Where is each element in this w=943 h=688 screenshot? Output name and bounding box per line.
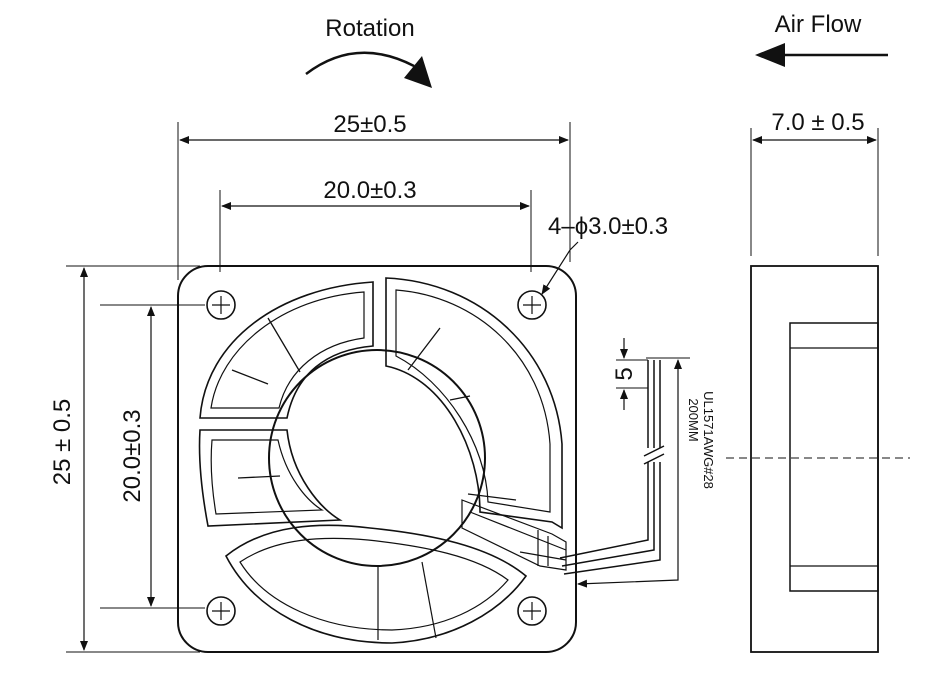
rotation-label: Rotation (325, 15, 414, 42)
mounting-hole (206, 290, 236, 320)
air-flow-arrow (755, 43, 888, 67)
width-hole-pitch-label: 20.0±0.3 (323, 177, 416, 204)
wire-length-dimension (577, 357, 690, 588)
mounting-hole (517, 290, 547, 320)
height-outer-label: 25 ± 0.5 (49, 399, 76, 486)
wire-length-label: 200MM (686, 398, 701, 441)
strip-length-label: 5 (611, 367, 638, 380)
wire-spec-label: UL1571AWG#28 (701, 391, 716, 489)
mounting-hole (206, 596, 236, 626)
width-outer-label: 25±0.5 (333, 111, 406, 138)
lower-opening (224, 524, 528, 644)
thickness-dimension (750, 128, 879, 256)
fan-hub (268, 349, 486, 567)
upper-right-opening (385, 277, 563, 530)
upper-left-opening (199, 281, 374, 419)
height-hole-pitch-dimension (100, 304, 205, 609)
left-opening (198, 429, 343, 527)
hole-diameter-label: 4–ϕ3.0±0.3 (548, 213, 668, 240)
fan-side-view (726, 265, 910, 653)
height-hole-pitch-label: 20.0±0.3 (119, 409, 146, 502)
cable-exit (461, 499, 567, 571)
thickness-label: 7.0 ± 0.5 (771, 109, 864, 136)
fan-blade-lines (231, 317, 517, 501)
rotation-arrow (305, 51, 432, 88)
height-outer-dimension (66, 265, 200, 653)
fan-front-view (177, 265, 577, 653)
hole-diameter-leader (541, 241, 579, 295)
width-hole-pitch-dimension (219, 190, 532, 272)
air-flow-label: Air Flow (775, 11, 862, 38)
strip-length-dimension (616, 338, 648, 410)
width-outer-dimension (177, 122, 571, 280)
mounting-hole (517, 596, 547, 626)
